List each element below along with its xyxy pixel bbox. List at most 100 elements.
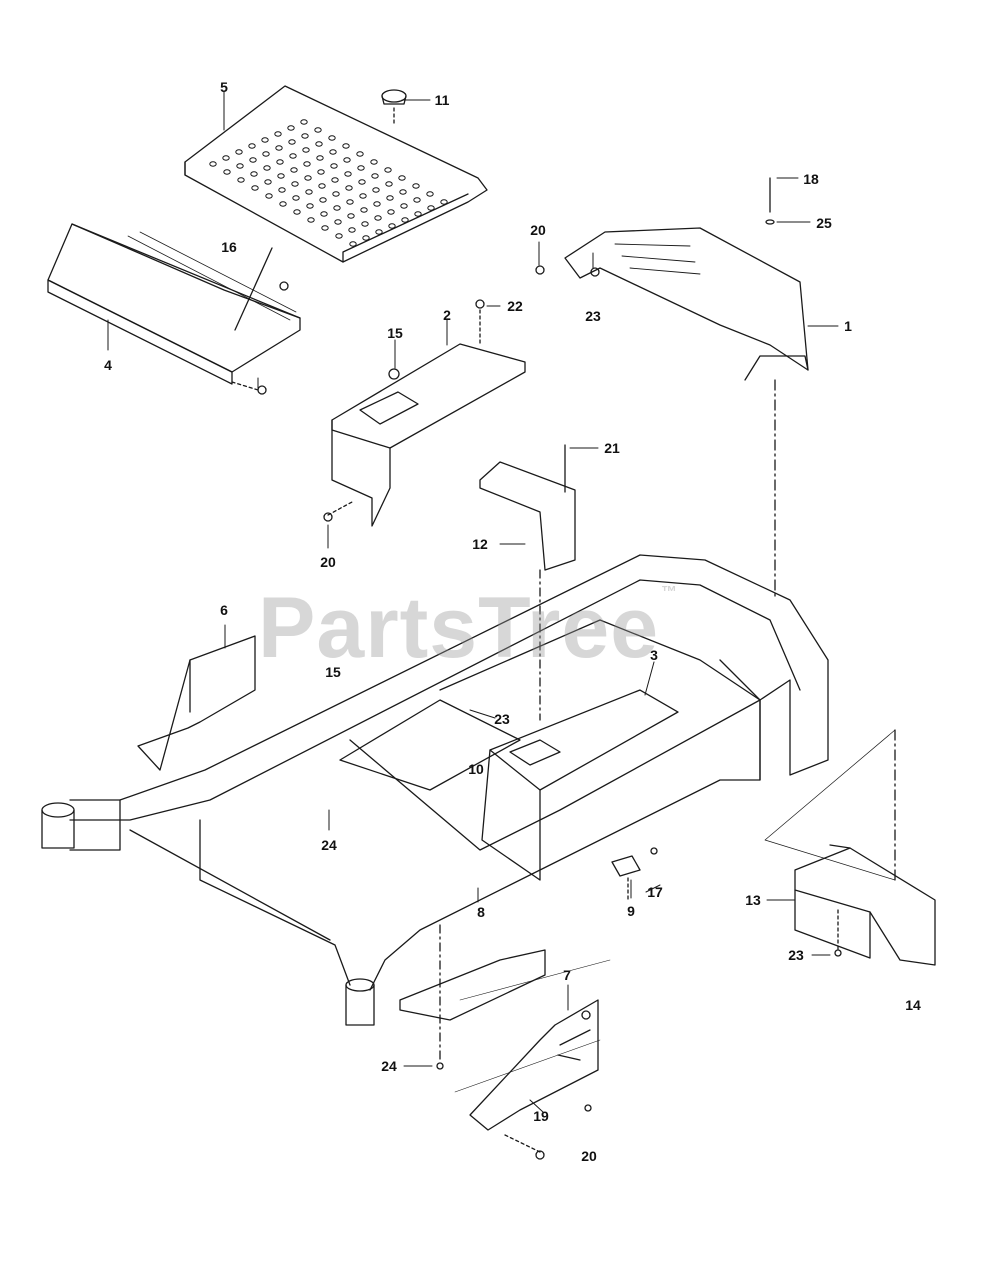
perforation-hole [347,213,355,219]
callout-13: 13 [745,892,761,908]
part-1-rear-fender [535,177,809,601]
part-11-knob [381,89,407,127]
callout-23a: 23 [585,308,601,324]
callout-4: 4 [104,357,112,373]
part-8-main-frame [41,554,896,1026]
perforation-hole [262,151,270,157]
lower-mounting-plate [399,924,611,1093]
perforation-hole [335,233,343,239]
perforation-hole [300,119,308,125]
perforation-hole [400,203,408,209]
perforation-hole [317,169,325,175]
perforation-hole [343,157,351,163]
perforation-hole [316,155,324,161]
perforation-hole [263,165,271,171]
perforation-hole [329,149,337,155]
callout-11: 11 [434,92,450,108]
callout-1: 1 [844,318,852,334]
perforation-hole [237,177,245,183]
callout-10: 10 [468,761,484,777]
perforation-hole [287,125,295,131]
perforation-hole [265,193,273,199]
perforation-hole [278,187,286,193]
leader-lines [107,91,839,1113]
callout-21: 21 [604,440,620,456]
perforation-hole [362,235,370,241]
perforation-hole [277,173,285,179]
perforation-hole [275,145,283,151]
callout-23c: 23 [788,947,804,963]
perforation-hole [328,135,336,141]
perforation-hole [356,151,364,157]
part-4-foot-pan [47,223,301,395]
part-9-bracket [611,847,658,901]
perforation-hole [249,157,257,163]
part-7-bracket [469,999,599,1160]
perforation-hole [222,155,230,161]
perforation-hole [318,183,326,189]
perforation-hole [375,229,383,235]
perforation-hole [314,127,322,133]
perforation-hole [292,195,300,201]
perforation-hole [319,197,327,203]
perforation-hole [374,215,382,221]
callout-25: 25 [816,215,832,231]
perforation-hole [279,201,287,207]
perforation-hole [223,169,231,175]
perforation-hole [261,137,269,143]
perforation-hole [357,165,365,171]
perforation-hole [274,131,282,137]
perforation-hole [288,139,296,145]
perforation-hole [321,225,329,231]
perforation-hole [348,227,356,233]
perforation-hole [332,191,340,197]
callout-9: 9 [627,903,635,919]
perforation-hole [344,171,352,177]
part-13-box [794,844,936,966]
perforation-hole [303,161,311,167]
callout-5: 5 [220,79,228,95]
perforation-hole [289,153,297,159]
perforation-hole [370,159,378,165]
perforation-hole [315,141,323,147]
perforation-hole [401,217,409,223]
perforation-hole [440,199,448,205]
perforation-hole [342,143,350,149]
perforation-hole [293,209,301,215]
perforation-hole [358,179,366,185]
perforation-hole [248,143,256,149]
perforation-hole [305,189,313,195]
perforation-hole [388,223,396,229]
perforation-hole [386,195,394,201]
perforation-hole [361,221,369,227]
callout-8: 8 [477,904,485,920]
callout-20c: 20 [581,1148,597,1164]
perforation-hole [427,205,435,211]
part-2-seat-mount-panel [323,299,526,527]
perforation-hole [345,185,353,191]
callout-14: 14 [905,997,921,1013]
perforation-hole [276,159,284,165]
callout-24b: 24 [381,1058,397,1074]
perforation-hole [412,183,420,189]
callout-7: 7 [563,967,571,983]
callout-2: 2 [443,307,451,323]
callout-6: 6 [220,602,228,618]
part-12-bracket [479,444,576,721]
callout-3: 3 [650,647,658,663]
callout-20b: 20 [320,554,336,570]
perforation-hole [385,181,393,187]
callout-20a: 20 [530,222,546,238]
perforation-hole [306,203,314,209]
perforation-hole [398,175,406,181]
part-14-shadow-plane [764,729,896,881]
perforation-hole [371,173,379,179]
part-6-side-plate [137,635,256,771]
perforation-hole [301,133,309,139]
perforation-hole [236,163,244,169]
callout-18: 18 [803,171,819,187]
perforation-hole [349,241,357,247]
part-10-plate [339,699,521,791]
perforation-hole [307,217,315,223]
perforation-hole [302,147,310,153]
